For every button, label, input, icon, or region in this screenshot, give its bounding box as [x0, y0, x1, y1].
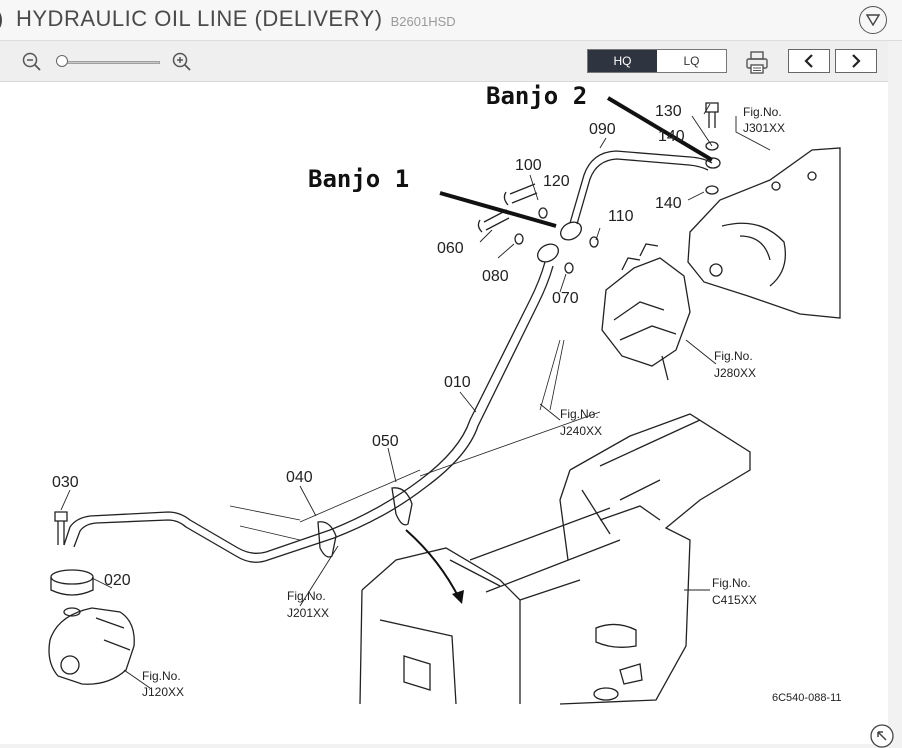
pipe-010: [63, 261, 546, 554]
figref-j201-label: Fig.No.: [287, 589, 326, 603]
zoom-out-icon[interactable]: [22, 52, 42, 72]
page-title: HYDRAULIC OIL LINE (DELIVERY) B2601HSD: [16, 6, 456, 32]
label-090: 090: [589, 121, 616, 138]
expand-arrow-icon[interactable]: [870, 724, 894, 748]
label-140-top: 140: [658, 128, 685, 145]
label-110: 110: [608, 208, 634, 225]
figref-c415-code: C415XX: [712, 593, 757, 607]
drawing-id: 6C540-088-11: [772, 692, 842, 704]
valve-j280: [601, 257, 691, 367]
banjo1-annotation: Banjo 1: [308, 165, 410, 193]
quality-toggle: HQ LQ: [587, 49, 727, 73]
previous-button[interactable]: [788, 49, 830, 73]
title-bar: ) HYDRAULIC OIL LINE (DELIVERY) B2601HSD: [0, 0, 902, 41]
figref-j120-code: J120XX: [142, 685, 184, 699]
label-130: 130: [655, 103, 682, 120]
figref-j120-label: Fig.No.: [142, 669, 181, 683]
triangle-down-icon: [866, 14, 880, 26]
label-140-bottom: 140: [655, 195, 682, 212]
next-button[interactable]: [835, 49, 877, 73]
case-j301: [687, 147, 841, 319]
label-060: 060: [437, 240, 464, 257]
label-030: 030: [52, 474, 79, 491]
figref-j201-code: J201XX: [287, 606, 329, 620]
label-040: 040: [286, 469, 313, 486]
zoom-slider-thumb[interactable]: [56, 55, 68, 67]
quality-hq-button[interactable]: HQ: [588, 50, 657, 72]
print-icon[interactable]: [744, 49, 770, 75]
pipe-090: [569, 150, 713, 224]
figref-j240-code: J240XX: [560, 424, 602, 438]
model-code: B2601HSD: [390, 14, 456, 29]
banjo2-pointer: [606, 96, 714, 162]
vertical-scroll-area[interactable]: [888, 41, 902, 744]
parts-diagram: 030 020 040 050 010 060 080 070 100 120 …: [48, 96, 842, 705]
pipe-090-inner: [576, 158, 709, 225]
banjo2-annotation: Banjo 2: [486, 82, 588, 110]
label-050: 050: [372, 433, 399, 450]
figref-c415-label: Fig.No.: [712, 576, 751, 590]
pipe-010-inner: [73, 265, 554, 563]
label-010: 010: [444, 374, 471, 391]
zoom-in-icon[interactable]: [172, 52, 192, 72]
label-070: 070: [552, 290, 579, 307]
frame-c415: [559, 413, 751, 705]
label-020: 020: [104, 572, 131, 589]
label-080: 080: [482, 268, 509, 285]
collapse-button[interactable]: [859, 6, 887, 34]
title-text: HYDRAULIC OIL LINE (DELIVERY): [16, 6, 383, 31]
pump-j120: [48, 607, 135, 685]
figref-j280-label: Fig.No.: [714, 349, 753, 363]
figref-j301-label: Fig.No.: [743, 105, 782, 119]
quality-lq-button[interactable]: LQ: [683, 54, 700, 68]
back-paren-icon[interactable]: ): [0, 6, 3, 32]
banjo1-pointer: [439, 191, 557, 228]
chevron-left-icon: [804, 54, 813, 68]
figref-j240-label: Fig.No.: [560, 407, 599, 421]
zoom-slider[interactable]: [56, 55, 160, 69]
label-120: 120: [543, 173, 570, 190]
chevron-right-icon: [852, 54, 861, 68]
figref-j301-code: J301XX: [743, 121, 785, 135]
figref-j280-code: J280XX: [714, 366, 756, 380]
label-100: 100: [515, 157, 542, 174]
zoom-slider-track: [60, 61, 160, 64]
